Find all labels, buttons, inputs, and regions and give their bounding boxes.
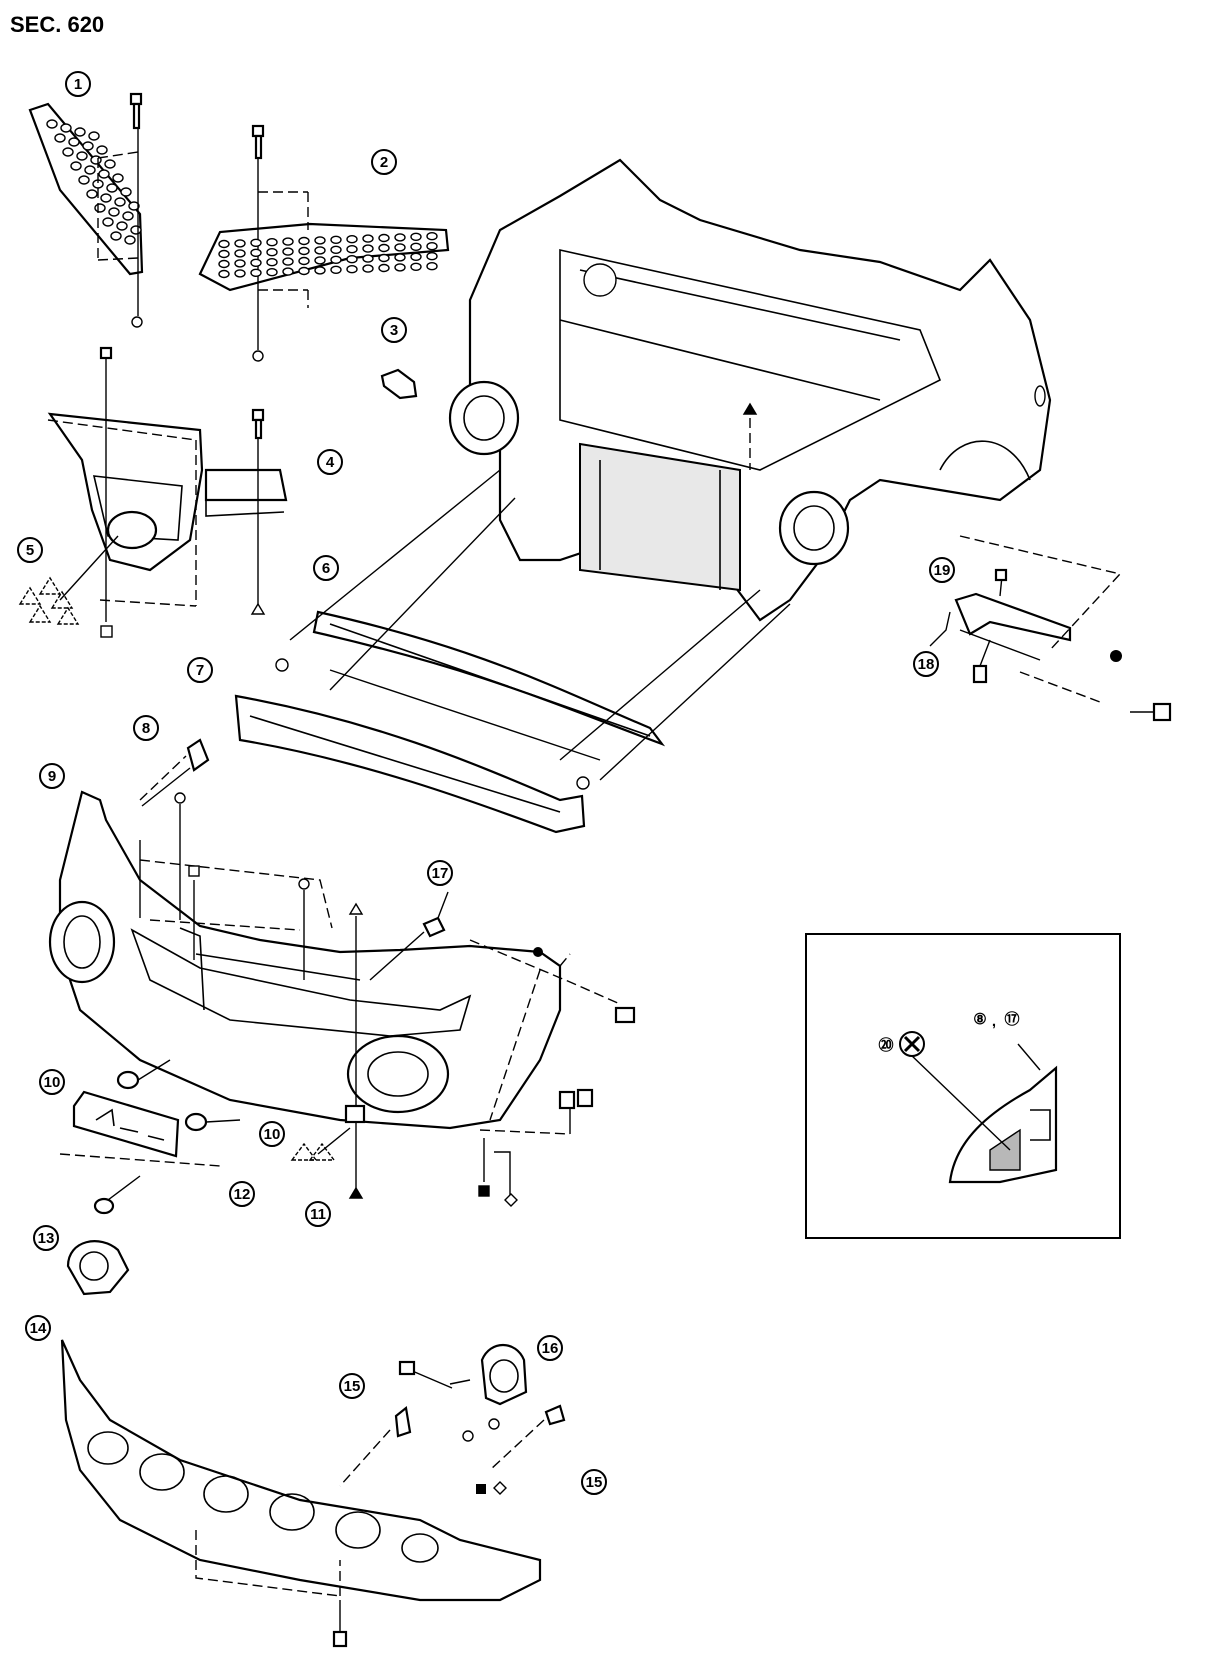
- callout-8-label: 8: [142, 720, 150, 737]
- part-3-clip: [380, 368, 418, 400]
- callout-10-b-label: 10: [264, 1126, 281, 1143]
- part-5-emblem-clips: [18, 535, 119, 625]
- callout-15-label: 15: [344, 1378, 361, 1395]
- front-grille: [47, 346, 204, 638]
- callout-13-label: 13: [38, 1230, 55, 1247]
- inset-label-8: ⑧: [973, 1011, 986, 1028]
- part-16-fog-lamp: [398, 1344, 528, 1495]
- section-label: SEC. 620: [10, 12, 105, 37]
- callout-3-label: 3: [390, 322, 398, 339]
- callout-2-circle: [371, 149, 397, 175]
- callout-7-circle: [187, 657, 213, 683]
- inset-label-17: ⑰: [1004, 1010, 1019, 1028]
- callout-5-label: 5: [26, 542, 34, 559]
- vehicle-front-body: [448, 158, 1052, 622]
- callout-18-circle: [913, 651, 939, 677]
- callout-5-circle: [17, 537, 43, 563]
- part-6-bumper-reinforcement: [275, 469, 791, 790]
- part-1-upper-grille-left: [28, 92, 144, 328]
- callout-1-label: 1: [74, 76, 82, 93]
- part-9-front-bumper-fascia: [48, 755, 636, 1207]
- callout-9-label: 9: [48, 768, 56, 785]
- callout-11-circle: [305, 1201, 331, 1227]
- callout-14-label: 14: [30, 1320, 47, 1337]
- callout-10-circle: [39, 1069, 65, 1095]
- part-18-side-bracket: [929, 535, 1172, 722]
- callout-6-circle: [313, 555, 339, 581]
- callout-2-label: 2: [380, 154, 388, 171]
- callout-11-label: 11: [310, 1206, 326, 1223]
- inset-separator: ,: [992, 1013, 996, 1030]
- callout-18-label: 18: [918, 656, 935, 673]
- callout-15-b-label: 15: [586, 1474, 603, 1491]
- part-12-license-plate-bracket: [59, 1059, 241, 1215]
- callout-15-b-circle: [581, 1469, 607, 1495]
- callout-16-label: 16: [542, 1340, 559, 1357]
- callout-17-label: 17: [432, 865, 449, 882]
- callout-19-label: 19: [934, 562, 951, 579]
- callout-4-label: 4: [326, 454, 335, 471]
- callout-19-circle: [929, 557, 955, 583]
- callout-3-circle: [381, 317, 407, 343]
- callout-1-circle: [65, 71, 91, 97]
- callout-17-circle: [427, 860, 453, 886]
- part-8-side-cover: [141, 738, 210, 807]
- part-15-brackets: [339, 1404, 566, 1487]
- inset-label-20: ⑳: [878, 1036, 893, 1054]
- part-2-upper-grille-right: [198, 124, 450, 362]
- part-17-side-cover: [369, 891, 449, 981]
- part-4-grille-bracket: [204, 408, 288, 615]
- callout-10-label: 10: [44, 1074, 61, 1091]
- callout-12-label: 12: [234, 1186, 251, 1203]
- callout-6-label: 6: [322, 560, 330, 577]
- part-11-clips: [290, 1104, 366, 1161]
- callout-9-circle: [39, 763, 65, 789]
- callout-7-label: 7: [196, 662, 204, 679]
- part-13-fog-lamp-finisher: [66, 1240, 130, 1296]
- callout-15-circle: [339, 1373, 365, 1399]
- callout-8-circle: [133, 715, 159, 741]
- part-7-energy-absorber: [234, 694, 586, 834]
- callout-14-circle: [25, 1315, 51, 1341]
- callout-16-circle: [537, 1335, 563, 1361]
- detail-inset: ⑳ ⑧ , ⑰: [805, 933, 1121, 1239]
- callout-12-circle: [229, 1181, 255, 1207]
- part-14-lower-grille: [60, 1339, 542, 1648]
- callout-4-circle: [317, 449, 343, 475]
- callout-13-circle: [33, 1225, 59, 1251]
- callout-10-b-circle: [259, 1121, 285, 1147]
